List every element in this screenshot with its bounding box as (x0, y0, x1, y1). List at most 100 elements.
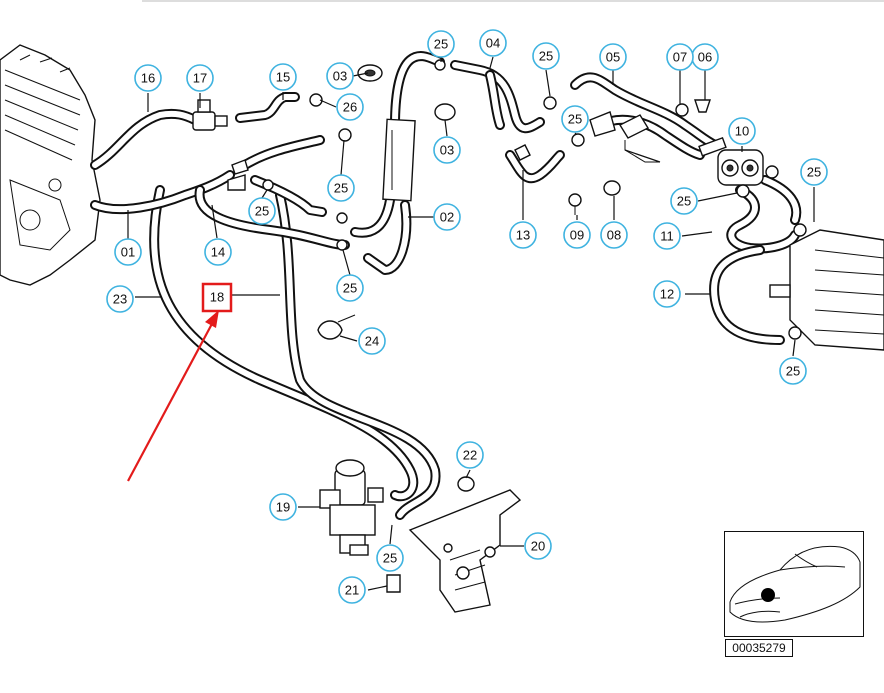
car-sketch (729, 545, 861, 623)
callout-10: 10 (728, 117, 756, 145)
callout-ring (599, 43, 627, 71)
callout-label: 19 (276, 500, 290, 515)
callout-22: 22 (456, 441, 484, 469)
callout-ring (433, 136, 461, 164)
callout-25: 25 (532, 42, 560, 70)
callout-03: 03 (326, 62, 354, 90)
hose-05 (570, 72, 720, 160)
callout-26: 26 (336, 93, 364, 121)
callout-label: 25 (255, 204, 269, 219)
callout-ring (186, 64, 214, 92)
callout-label: 11 (660, 229, 674, 244)
callout-label: 07 (673, 50, 687, 65)
callout-label: 02 (440, 210, 454, 225)
hose-11-12 (709, 175, 802, 345)
callout-label: 14 (211, 245, 225, 260)
callout-label: 20 (531, 539, 545, 554)
callout-label: 03 (333, 69, 347, 84)
callout-label: 18 (210, 290, 224, 305)
callout-ring (456, 441, 484, 469)
callout-ring (561, 105, 589, 133)
highlight-arrow (127, 310, 219, 482)
callout-25: 25 (779, 357, 807, 385)
callout-label: 12 (660, 287, 674, 302)
callout-25: 25 (561, 105, 589, 133)
callout-20: 20 (524, 532, 552, 560)
callout-ring (114, 238, 142, 266)
callout-ring (532, 42, 560, 70)
callout-25: 25 (376, 544, 404, 572)
callout-18: 18 (210, 290, 224, 305)
callout-ring (479, 29, 507, 57)
hose-02 (350, 51, 445, 275)
callout-ring (327, 174, 355, 202)
callout-ring (248, 197, 276, 225)
callout-label: 04 (486, 36, 500, 51)
callout-ring (106, 285, 134, 313)
small-parts (192, 59, 802, 593)
callout-21: 21 (338, 576, 366, 604)
callout-ring (653, 280, 681, 308)
callout-ring (358, 327, 386, 355)
callout-25: 25 (327, 174, 355, 202)
callout-25: 25 (427, 30, 455, 58)
hose-18 (149, 185, 441, 520)
callout-ring (800, 158, 828, 186)
callout-16: 16 (134, 64, 162, 92)
location-marker (761, 588, 775, 602)
callout-11: 11 (653, 222, 681, 250)
callout-ring (653, 222, 681, 250)
callout-label: 08 (607, 228, 621, 243)
callout-ring (779, 357, 807, 385)
callout-ring (563, 221, 591, 249)
valve-10 (698, 136, 764, 186)
callout-label: 25 (539, 49, 553, 64)
callout-label: 22 (463, 448, 477, 463)
callout-ring (728, 117, 756, 145)
callout-04: 04 (479, 29, 507, 57)
callout-ring (134, 64, 162, 92)
callout-14: 14 (204, 238, 232, 266)
callout-ring (433, 203, 461, 231)
vehicle-location-inset (724, 531, 864, 637)
callout-label: 15 (276, 70, 290, 85)
water-valve-19 (319, 459, 384, 556)
highlight-box-18 (201, 282, 233, 313)
callout-25: 25 (336, 274, 364, 302)
callout-25: 25 (248, 197, 276, 225)
callout-ring (326, 62, 354, 90)
document-number: 00035279 (725, 639, 793, 657)
callout-ring (524, 532, 552, 560)
callout-label: 25 (568, 112, 582, 127)
callout-label: 10 (735, 124, 749, 139)
callout-label: 17 (193, 71, 207, 86)
callout-07: 07 (666, 43, 694, 71)
callout-ring (376, 544, 404, 572)
hose-04 (450, 60, 565, 184)
callout-label: 09 (570, 228, 584, 243)
callout-label: 25 (677, 194, 691, 209)
callout-03: 03 (433, 136, 461, 164)
callout-01: 01 (114, 238, 142, 266)
leader-lines (127, 56, 815, 591)
callout-17: 17 (186, 64, 214, 92)
callout-ring (338, 576, 366, 604)
callout-label: 25 (343, 281, 357, 296)
callout-label: 25 (334, 181, 348, 196)
callout-09: 09 (563, 221, 591, 249)
callout-13: 13 (509, 221, 537, 249)
callout-label: 24 (365, 334, 379, 349)
callout-label: 16 (141, 71, 155, 86)
bracket-20 (408, 476, 522, 613)
callout-label: 03 (440, 143, 454, 158)
callout-ring (666, 43, 694, 71)
callout-ring (336, 274, 364, 302)
callout-label: 25 (807, 165, 821, 180)
callout-label: 25 (786, 364, 800, 379)
callout-02: 02 (433, 203, 461, 231)
callout-24: 24 (358, 327, 386, 355)
callout-25: 25 (800, 158, 828, 186)
callout-ring (336, 93, 364, 121)
